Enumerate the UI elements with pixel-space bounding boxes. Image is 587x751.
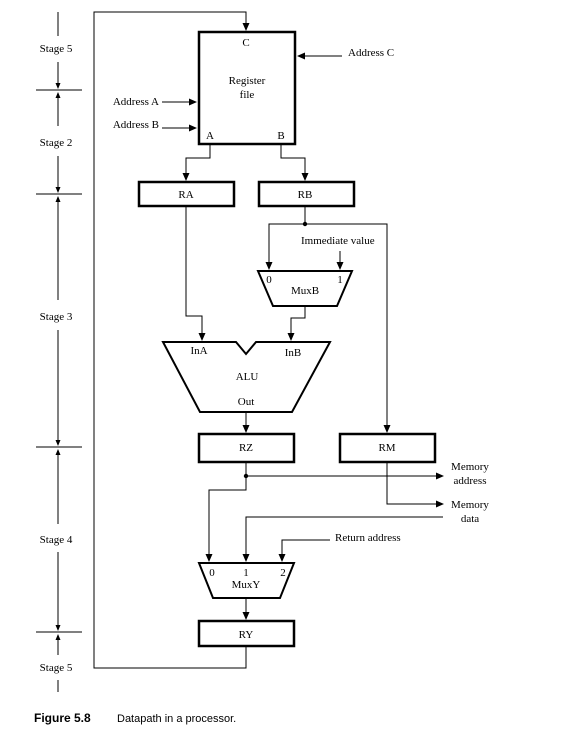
- memory-address-label-line2: address: [454, 475, 487, 487]
- alu-input-b: InB: [285, 347, 302, 359]
- register-ra: [137, 180, 236, 208]
- register-rb: [257, 180, 356, 208]
- stage-5-bottom-label: Stage 5: [40, 662, 73, 674]
- register-ry-label: RY: [239, 629, 254, 641]
- register-rz: [197, 432, 296, 464]
- address-a-label: Address A: [113, 96, 159, 108]
- register-file-title-line2: file: [240, 89, 255, 101]
- mux-b-input-1: 1: [337, 274, 343, 286]
- memory-address-label-line1: Memory: [451, 461, 489, 473]
- register-rb-label: RB: [298, 189, 313, 201]
- immediate-value-label: Immediate value: [301, 235, 375, 247]
- memory-data-label-line2: data: [461, 513, 479, 525]
- writeback-wire: [93, 11, 250, 669]
- register-rz-label: RZ: [239, 442, 253, 454]
- alu: InA InB ALU Out: [161, 341, 332, 413]
- stage-3-label: Stage 3: [40, 311, 73, 323]
- stage-4-label: Stage 4: [40, 534, 73, 546]
- register-file-port-b: B: [277, 130, 284, 142]
- mux-b: 0 1 MuxB: [256, 270, 354, 307]
- figure-caption-label: Figure 5.8: [34, 711, 91, 725]
- mux-y-input-0: 0: [209, 567, 215, 579]
- stage-axis: Stage 5 Stage 2 Stage 3 Stage 4 Stage 5: [36, 12, 82, 692]
- register-file: C Register file A B: [197, 30, 297, 146]
- mux-b-label: MuxB: [291, 285, 319, 297]
- memory-data-label-line1: Memory: [451, 499, 489, 511]
- stage-5-top-label: Stage 5: [40, 43, 73, 55]
- mux-y-input-1: 1: [243, 567, 249, 579]
- mux-y-input-2: 2: [280, 567, 286, 579]
- alu-input-a: InA: [190, 345, 207, 357]
- figure-caption-text: Datapath in a processor.: [117, 713, 236, 725]
- address-b-label: Address B: [113, 119, 159, 131]
- register-rm-label: RM: [378, 442, 395, 454]
- address-c-label: Address C: [348, 47, 394, 59]
- alu-output: Out: [238, 396, 255, 408]
- mux-y-label: MuxY: [232, 579, 261, 591]
- mux-y: 0 1 2 MuxY: [197, 562, 296, 599]
- register-file-title-line1: Register: [229, 75, 266, 87]
- register-file-port-a: A: [206, 130, 214, 142]
- register-ra-label: RA: [178, 189, 193, 201]
- register-ry: [197, 619, 296, 648]
- mux-b-input-0: 0: [266, 274, 272, 286]
- stage-2-label: Stage 2: [40, 137, 73, 149]
- register-rm: [338, 432, 437, 464]
- register-file-port-c: C: [242, 37, 249, 49]
- alu-label: ALU: [236, 371, 259, 383]
- return-address-label: Return address: [335, 532, 401, 544]
